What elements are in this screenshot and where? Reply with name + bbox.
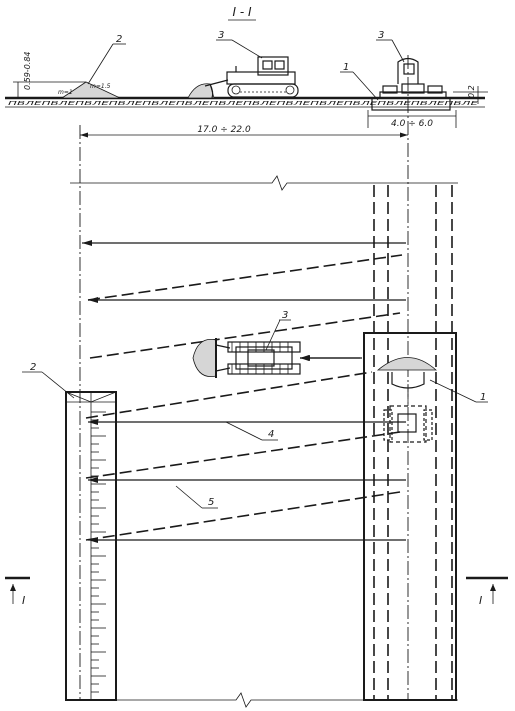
callout-5: 5 — [208, 497, 214, 508]
section-title: I - I — [228, 5, 256, 21]
section-mark-left: I — [5, 576, 30, 607]
callout-4: 4 — [268, 429, 274, 440]
trench-section — [371, 55, 451, 700]
callout-1-section: 1 — [343, 62, 349, 73]
excavated-trench-outline — [363, 332, 457, 701]
bottom-break-line — [70, 692, 458, 708]
section-title-text: I - I — [232, 5, 251, 19]
callout-3-plan: 3 — [282, 310, 288, 321]
callout-2-plan: 2 — [30, 362, 36, 373]
bulldozer-side-icon — [187, 56, 299, 99]
section-mark-right-text: I — [479, 594, 482, 607]
section-mark-right: I — [466, 576, 508, 607]
callout-3-section-trench: 3 — [378, 30, 384, 41]
slope-label-m15: m=1.5 — [90, 83, 111, 90]
section-view: ПВЛЕПВЛЕПВЛЕПВЛЕПВЛЕПВЛЕПВЛЕПВЛЕПВЛЕПВЛЕ… — [5, 30, 488, 700]
ground-hatch: ПВЛЕПВЛЕПВЛЕПВЛЕПВЛЕПВЛЕПВЛЕПВЛЕПВЛЕПВЛЕ… — [8, 101, 479, 107]
depth-dimension-text: 0.2 — [467, 85, 476, 98]
plan-view: 2 4 5 — [5, 125, 508, 708]
bulldozer-plan-icon — [192, 338, 301, 378]
callout-3-section-dozer: 3 — [218, 30, 224, 41]
section-mark-left-text: I — [22, 594, 25, 607]
spoil-tick-marks — [91, 411, 106, 693]
callout-1-plan: 1 — [480, 392, 486, 403]
trenching-machine-plan-icon — [376, 357, 438, 443]
top-break-line — [70, 175, 458, 191]
slope-label-m1: m=1 — [58, 89, 73, 96]
height-dimension-text: 0.59-0.84 — [23, 51, 32, 90]
callout-2-section: 2 — [116, 34, 122, 45]
trench-width-text: 4.0 ÷ 6.0 — [391, 119, 433, 129]
haul-paths — [82, 240, 406, 543]
spoil-bank — [65, 391, 117, 701]
haul-distance-text: 17.0 ÷ 22.0 — [197, 125, 251, 135]
height-dimension: 0.59-0.84 — [13, 51, 86, 98]
spoil-heap — [60, 81, 121, 99]
